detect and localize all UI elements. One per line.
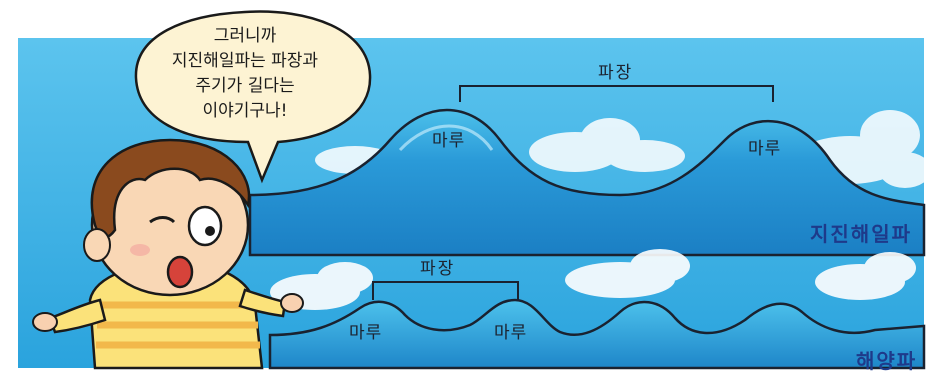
tsunami-wavelength-label: 파장 [598, 63, 634, 83]
tsunami-crest-label-1: 마루 [432, 131, 466, 151]
clouds-lower [270, 249, 916, 310]
tsunami-crest-label-2: 마루 [748, 139, 782, 159]
child-character [32, 138, 304, 370]
speech-bubble-text: 그러니까 지진해일파는 파장과 주기가 길다는 이야기구나! [132, 24, 358, 124]
ocean-wave [268, 298, 926, 370]
speech-line-2: 지진해일파는 파장과 [171, 51, 319, 71]
tsunami-title: 지진해일파 [810, 222, 912, 246]
ocean-wavelength-label: 파장 [420, 259, 456, 279]
tsunami-wavelength-bracket [459, 85, 774, 102]
ocean-crest-label-2: 마루 [494, 323, 528, 343]
speech-line-4: 이야기구나! [202, 101, 288, 121]
ocean-wave-title: 해양파 [856, 349, 918, 373]
speech-bubble [134, 10, 372, 184]
ocean-crest-label-1: 마루 [349, 323, 383, 343]
tsunami-wave [248, 108, 926, 257]
speech-line-1: 그러니까 [213, 26, 277, 46]
ocean-wavelength-bracket [372, 281, 519, 300]
speech-line-3: 주기가 길다는 [195, 76, 295, 96]
